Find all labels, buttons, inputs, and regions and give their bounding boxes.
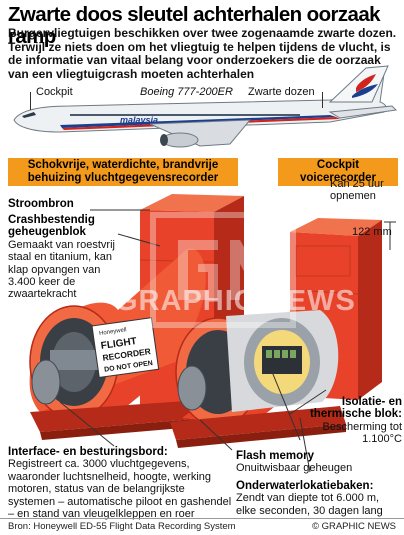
cvr-tag: Cockpit voicerecorder: [278, 158, 398, 186]
fdr-beacon: [31, 359, 61, 405]
memory-note: Crashbestendig geheugenblok Gemaakt van …: [8, 214, 128, 301]
flash-note: Flash memory Onuitwisbaar geheugen: [236, 450, 356, 475]
interface-note: Interface- en besturingsbord: Registreer…: [8, 446, 234, 520]
source-text: Bron: Honeywell ED-55 Flight Data Record…: [8, 521, 236, 532]
recorder-scene: Honeywell FLIGHT RECORDER DO NOT OPEN Sc…: [0, 150, 404, 520]
recorder-svg: Honeywell FLIGHT RECORDER DO NOT OPEN: [29, 194, 396, 473]
insulation-head: Isolatie- en thermische blok:: [309, 396, 402, 421]
memory-head: Crashbestendig geheugenblok: [8, 214, 95, 239]
cvr-note: Kan 25 uur opnemen: [330, 178, 384, 203]
page-title: Zwarte doos sleutel achterhalen oorzaak …: [8, 3, 381, 48]
flash-body: Onuitwisbaar geheugen: [236, 462, 353, 475]
recorder-line-1: FLIGHT: [100, 336, 137, 352]
beacon-body: Zendt van diepte tot 6.000 m, elke secon…: [236, 492, 383, 517]
dimension-label: 122 mm: [352, 226, 392, 238]
recorder-brand: Honeywell: [99, 327, 127, 337]
plane-livery-text: malaysia: [120, 115, 158, 125]
beacon-note: Onderwaterlokatiebaken: Zendt van diepte…: [236, 480, 402, 517]
cockpit-label: Cockpit: [36, 86, 73, 98]
plane-model-label: Boeing 777-200ER: [140, 86, 233, 98]
plane-illustration: malaysia Cockpit Boeing 777-200ER Zwarte…: [0, 62, 404, 150]
insulation-note: Isolatie- en thermische blok: Beschermin…: [304, 396, 402, 446]
power-source-label: Stroombron: [8, 198, 74, 210]
blackbox-label: Zwarte dozen: [248, 86, 315, 98]
blackbox-leader: [322, 92, 323, 108]
cockpit-leader: [30, 92, 31, 110]
memory-body: Gemaakt van roestvrij staal en titanium,…: [8, 238, 115, 301]
copyright-text: © GRAPHIC NEWS: [311, 521, 396, 532]
fdr-housing-tag: Schokvrije, waterdichte, brandvrije behu…: [8, 158, 238, 186]
interface-body: Registreert ca. 3000 vluchtgegevens, waa…: [8, 458, 232, 521]
beacon-head: Onderwaterlokatiebaken:: [236, 480, 374, 492]
intro-text: Burgervliegtuigen beschikken over twee z…: [8, 26, 397, 81]
insulation-body: Bescherming tot 1.100°C: [322, 420, 402, 446]
leader-lines: [59, 209, 327, 473]
cvr-cylinder: [170, 310, 346, 448]
fdr-label-plate: Honeywell FLIGHT RECORDER DO NOT OPEN: [91, 317, 160, 379]
plane-svg: malaysia: [13, 65, 398, 148]
footer: Bron: Honeywell ED-55 Flight Data Record…: [0, 518, 404, 535]
flash-head: Flash memory: [236, 450, 314, 462]
interface-head: Interface- en besturingsbord:: [8, 446, 168, 458]
watermark-text: GRAPHIC NEWS: [115, 285, 356, 317]
